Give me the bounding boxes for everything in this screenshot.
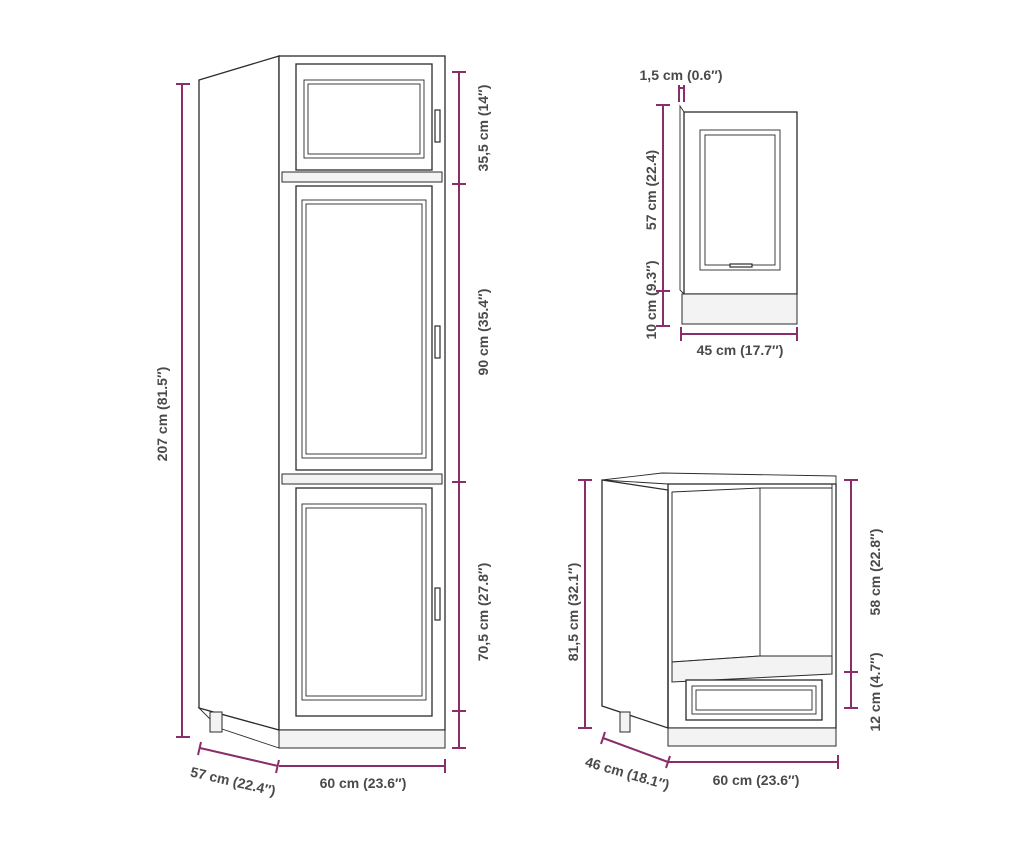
oven-depth-dimension-line bbox=[602, 737, 669, 763]
tall-cabinet-top-handle bbox=[434, 109, 441, 143]
door-panel-handle bbox=[729, 263, 753, 268]
tall-cabinet-top-door bbox=[295, 63, 433, 171]
tall-cabinet-width-label: 60 cm (23.6″) bbox=[320, 775, 407, 791]
tall-cabinet-plinth bbox=[278, 729, 446, 749]
tall-cabinet-middle-door bbox=[295, 185, 433, 471]
tall-cabinet-bottom-door-label: 70,5 cm (27.8″) bbox=[475, 563, 491, 662]
door-panel-inset-outer bbox=[699, 129, 781, 271]
tall-cabinet-middle-handle bbox=[434, 325, 441, 359]
door-panel-plinth-label: 10 cm (9.3″) bbox=[643, 260, 659, 339]
tall-cabinet-top-door-inset bbox=[303, 79, 425, 159]
tall-cabinet-dimensions bbox=[176, 71, 466, 774]
oven-cabinet-drawer-label: 12 cm (4.7″) bbox=[867, 652, 883, 731]
oven-cabinet-drawing bbox=[601, 472, 837, 747]
tall-cabinet-middle-door-inset bbox=[301, 199, 427, 459]
door-panel-dimensions bbox=[656, 85, 798, 341]
tall-cabinet-top-door-label: 35,5 cm (14″) bbox=[475, 85, 491, 172]
tall-cabinet-height-label: 207 cm (81.5″) bbox=[154, 367, 170, 462]
oven-cabinet-height-label: 81,5 cm (32.1″) bbox=[565, 563, 581, 662]
oven-cabinet-top bbox=[601, 472, 837, 485]
oven-cabinet-plinth bbox=[667, 727, 837, 747]
oven-cabinet-drawer-inset bbox=[691, 685, 817, 715]
oven-cabinet-dimensions bbox=[578, 479, 858, 769]
tall-cabinet-bottom-handle bbox=[434, 587, 441, 621]
door-panel-height-label: 57 cm (22.4) bbox=[643, 150, 659, 230]
oven-cabinet-side-panel bbox=[601, 479, 669, 729]
oven-cabinet-drawer bbox=[685, 679, 823, 721]
oven-cabinet-leg bbox=[619, 711, 631, 733]
oven-cabinet-shelf bbox=[671, 655, 833, 683]
door-panel-plinth bbox=[681, 293, 798, 325]
door-panel-width-label: 45 cm (17.7″) bbox=[697, 342, 784, 358]
tall-cabinet-depth-label: 57 cm (22.4″) bbox=[189, 764, 277, 799]
door-panel-drawing bbox=[679, 104, 798, 325]
tall-cabinet-bottom-door-inset bbox=[301, 503, 427, 701]
tall-cabinet-leg bbox=[209, 711, 223, 733]
tall-cabinet-bottom-door bbox=[295, 487, 433, 717]
tall-cabinet-side-panel bbox=[198, 55, 280, 731]
depth-dimension-line bbox=[199, 747, 279, 767]
tall-cabinet-rail-lower bbox=[281, 473, 443, 485]
tall-cabinet-drawing bbox=[197, 55, 446, 749]
tall-cabinet-middle-door-label: 90 cm (35.4″) bbox=[475, 289, 491, 376]
oven-cabinet-opening-back bbox=[671, 487, 761, 663]
oven-cabinet-depth-label: 46 cm (18.1″) bbox=[583, 754, 671, 793]
oven-cabinet-width-label: 60 cm (23.6″) bbox=[713, 772, 800, 788]
tall-cabinet-rail-upper bbox=[281, 171, 443, 183]
door-panel-thickness-label: 1,5 cm (0.6″) bbox=[640, 67, 723, 83]
oven-cabinet-opening-label: 58 cm (22.8″) bbox=[867, 529, 883, 616]
